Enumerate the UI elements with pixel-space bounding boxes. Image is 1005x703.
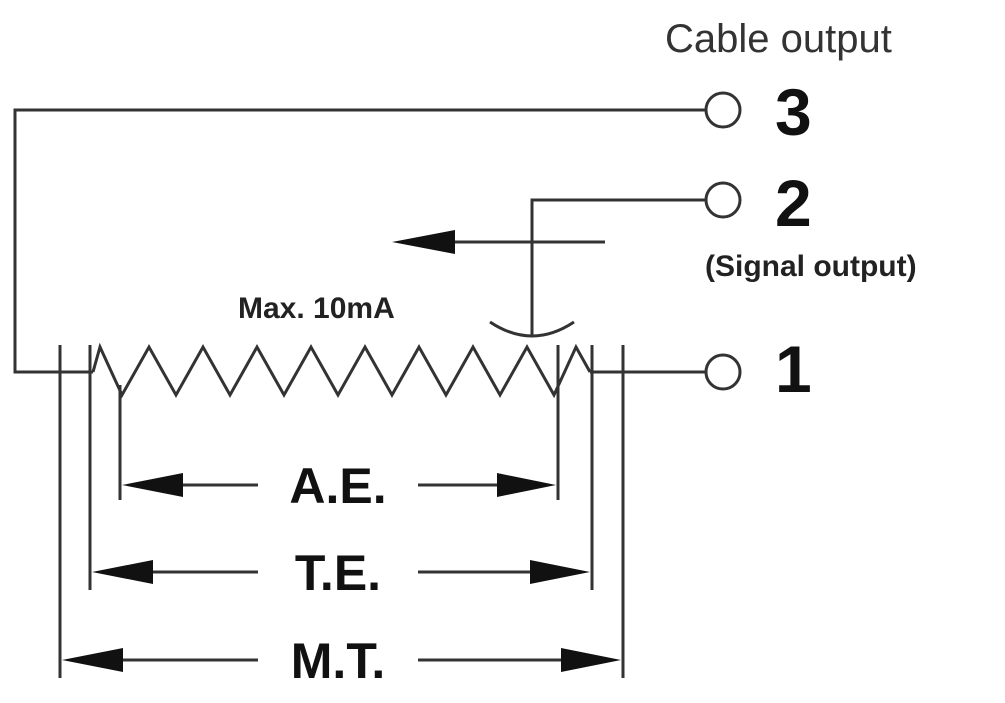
terminal-2-wire xyxy=(530,198,706,335)
te-left-arrowhead xyxy=(92,560,153,584)
terminal-1-label: 1 xyxy=(775,332,812,406)
wiper-contact xyxy=(489,320,575,338)
terminal-2-label: 2 xyxy=(775,166,812,240)
resistor-element xyxy=(91,342,592,399)
mt-label: M.T. xyxy=(291,633,385,689)
mt-left-arrowhead xyxy=(62,648,123,672)
terminal-1-connector xyxy=(704,353,742,391)
wiper-direction-arrowhead xyxy=(392,230,455,254)
terminal-3-connector xyxy=(704,91,742,129)
te-right-arrowhead xyxy=(530,560,590,584)
terminal-3-wire xyxy=(13,108,706,374)
ae-right-arrowhead xyxy=(497,473,556,497)
ae-left-arrowhead xyxy=(122,473,183,497)
cable-output-heading: Cable output xyxy=(665,17,892,61)
ae-label: A.E. xyxy=(289,458,386,514)
max-current-label: Max. 10mA xyxy=(238,292,395,325)
signal-output-note: (Signal output) xyxy=(705,250,917,283)
terminal-3-label: 3 xyxy=(775,75,812,149)
te-label: T.E. xyxy=(295,545,381,601)
mt-right-arrowhead xyxy=(561,648,621,672)
terminal-2-connector xyxy=(704,181,742,219)
